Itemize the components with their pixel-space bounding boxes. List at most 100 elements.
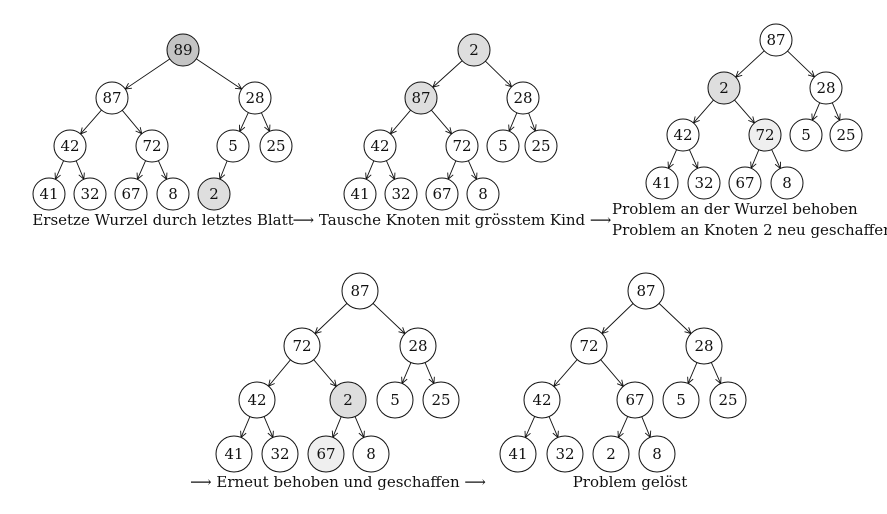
- node-circle: [506, 81, 540, 115]
- heap-node: 67: [307, 435, 345, 473]
- heap-node: 89: [166, 33, 200, 67]
- heap-node: 87: [404, 81, 438, 115]
- node-value: 25: [531, 137, 550, 155]
- node-value: 28: [694, 337, 713, 355]
- heap-node: 2: [592, 435, 630, 473]
- edge-arrow: [734, 99, 756, 124]
- node-circle: [592, 435, 630, 473]
- node-value: 89: [173, 41, 192, 59]
- node-value: 32: [555, 445, 574, 463]
- edge-arrow: [124, 58, 170, 90]
- node-circle: [32, 177, 66, 211]
- heap-node: 41: [215, 435, 253, 473]
- node-value: 2: [469, 41, 479, 59]
- node-value: 87: [102, 89, 121, 107]
- node-circle: [616, 381, 654, 419]
- node-circle: [343, 177, 377, 211]
- node-circle: [341, 272, 379, 310]
- heap-node: 25: [259, 129, 293, 163]
- heap-node: 72: [283, 327, 321, 365]
- node-value: 25: [718, 391, 737, 409]
- node-circle: [789, 118, 823, 152]
- node-value: 25: [836, 126, 855, 144]
- node-value: 8: [652, 445, 662, 463]
- heap-node: 32: [687, 166, 721, 200]
- heap-node: 25: [709, 381, 747, 419]
- node-value: 8: [782, 174, 792, 192]
- node-circle: [215, 435, 253, 473]
- heap-node: 87: [341, 272, 379, 310]
- heap-node: 32: [384, 177, 418, 211]
- node-value: 5: [228, 137, 238, 155]
- heap-node: 8: [156, 177, 190, 211]
- heap-node: 28: [685, 327, 723, 365]
- node-circle: [197, 177, 231, 211]
- heap-node: 2: [329, 381, 367, 419]
- edge-arrow: [263, 416, 274, 439]
- node-value: 41: [350, 185, 369, 203]
- edge-arrow: [354, 416, 365, 439]
- edge-arrow: [787, 50, 816, 78]
- node-circle: [524, 129, 558, 163]
- heap-node: 8: [466, 177, 500, 211]
- node-circle: [770, 166, 804, 200]
- heap-node: 25: [829, 118, 863, 152]
- heap-node: 8: [770, 166, 804, 200]
- node-value: 72: [142, 137, 161, 155]
- node-value: 87: [766, 31, 785, 49]
- edge-arrow: [240, 416, 251, 439]
- edge-arrow: [431, 109, 453, 135]
- heap-node: 72: [748, 118, 782, 152]
- edge-arrow: [267, 359, 291, 387]
- edge-arrow: [600, 359, 624, 388]
- node-circle: [425, 177, 459, 211]
- node-circle: [261, 435, 299, 473]
- node-circle: [363, 129, 397, 163]
- edge-arrow: [553, 359, 578, 388]
- node-circle: [486, 129, 520, 163]
- node-circle: [238, 381, 276, 419]
- heap-node: 72: [445, 129, 479, 163]
- heap-node: 2: [197, 177, 231, 211]
- node-value: 67: [316, 445, 335, 463]
- edge-arrow: [158, 160, 168, 181]
- heap-node: 87: [95, 81, 129, 115]
- edge-arrow: [196, 58, 243, 90]
- heap-node: 8: [352, 435, 390, 473]
- edge-arrow: [432, 60, 463, 88]
- node-circle: [523, 381, 561, 419]
- node-value: 2: [719, 79, 729, 97]
- node-value: 32: [270, 445, 289, 463]
- edge-arrow: [689, 149, 699, 170]
- node-value: 5: [390, 391, 400, 409]
- caption-step3-line1: Problem an der Wurzel behoben: [612, 200, 858, 218]
- node-circle: [114, 177, 148, 211]
- heap-node: 42: [523, 381, 561, 419]
- node-circle: [53, 129, 87, 163]
- node-circle: [638, 435, 676, 473]
- node-circle: [709, 381, 747, 419]
- node-circle: [135, 129, 169, 163]
- heap-node: 2: [707, 71, 741, 105]
- node-value: 72: [755, 126, 774, 144]
- node-value: 67: [432, 185, 451, 203]
- node-circle: [329, 381, 367, 419]
- caption-step5: Problem gelöst: [573, 473, 688, 491]
- node-value: 2: [343, 391, 353, 409]
- heap-node: 41: [32, 177, 66, 211]
- edge-arrow: [524, 416, 536, 439]
- edge-arrow: [386, 160, 396, 181]
- node-circle: [166, 33, 200, 67]
- heap-node: 41: [645, 166, 679, 200]
- edge-arrow: [750, 149, 760, 170]
- node-value: 8: [168, 185, 178, 203]
- edge-arrow: [372, 303, 406, 335]
- edge-arrow: [313, 359, 337, 388]
- node-value: 41: [224, 445, 243, 463]
- node-circle: [546, 435, 584, 473]
- heap-node: 87: [627, 272, 665, 310]
